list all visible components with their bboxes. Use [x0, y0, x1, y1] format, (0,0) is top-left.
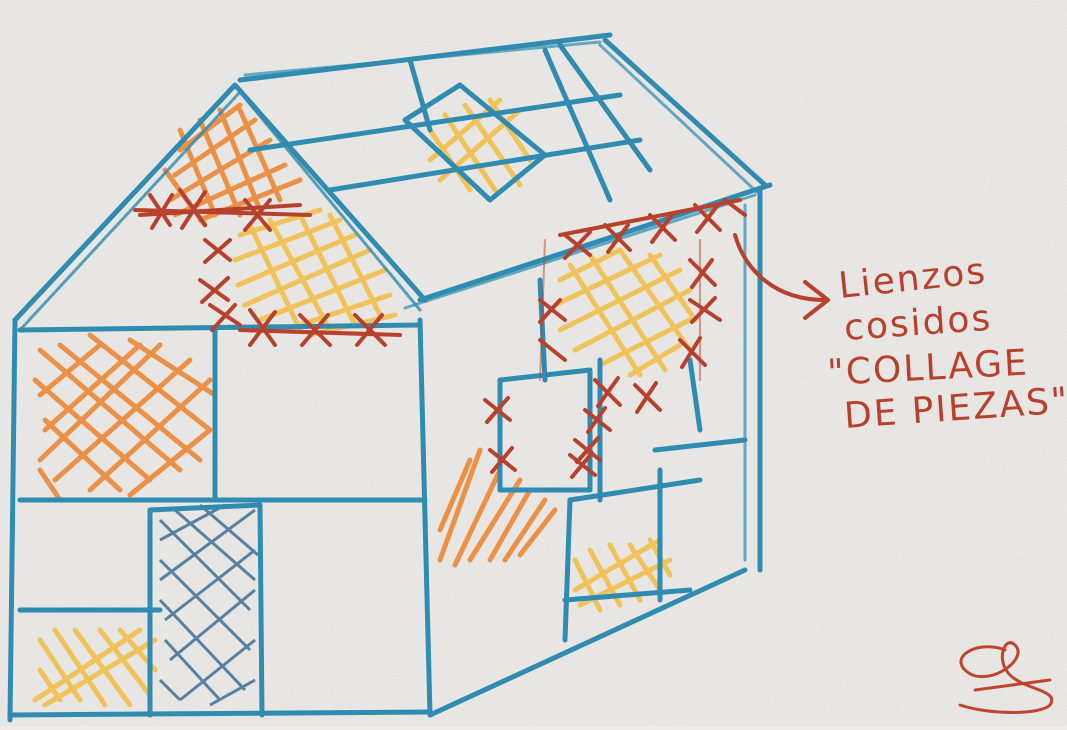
house-sketch-icon: Lienzos cosidos "COLLAGE DE PIEZAS": [0, 0, 1067, 726]
sketch-canvas: Lienzos cosidos "COLLAGE DE PIEZAS": [0, 0, 1067, 726]
